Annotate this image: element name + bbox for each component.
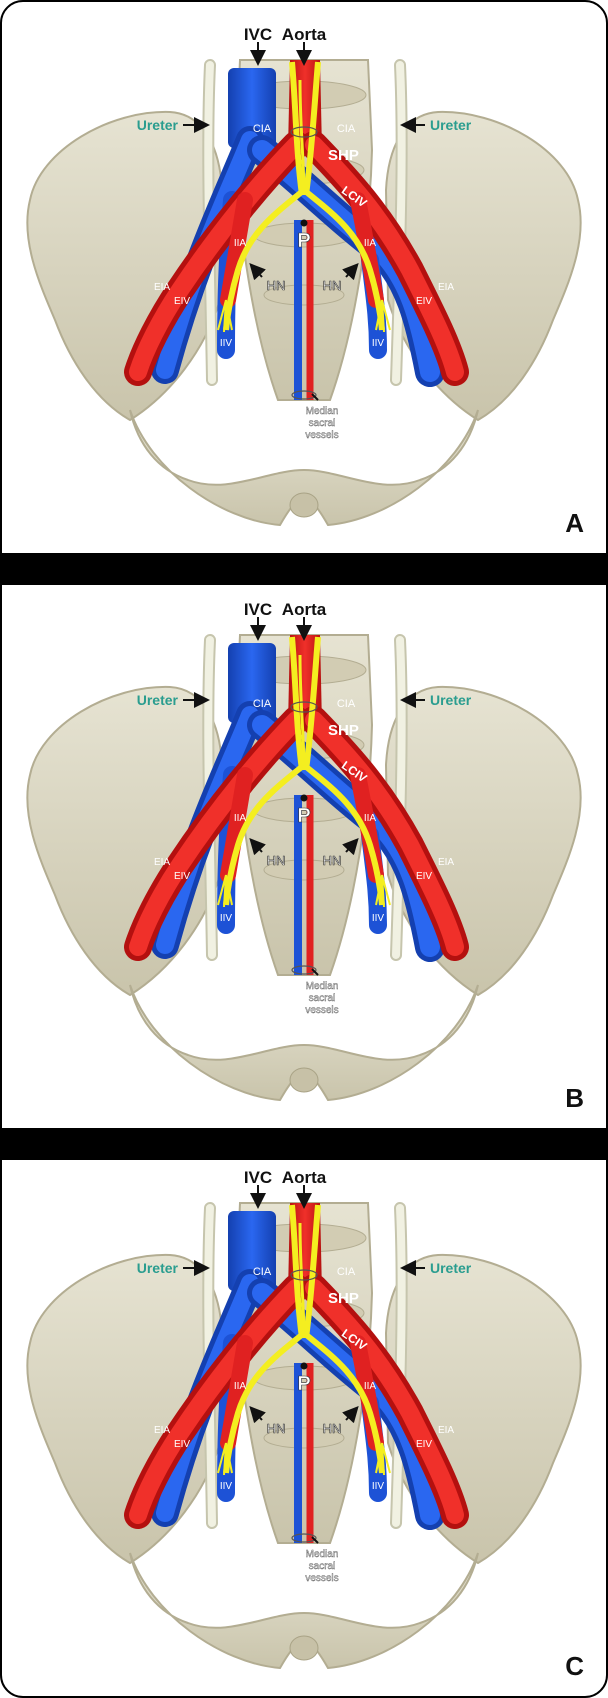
aorta-label: Aorta: [282, 600, 327, 619]
median-label-2: sacral: [309, 1561, 336, 1572]
hn-left-label: HN: [267, 278, 286, 293]
p-label: P: [297, 1373, 310, 1395]
iiv-left-label: IIV: [220, 913, 233, 924]
median-label-1: Median: [306, 406, 339, 417]
ureter-left-label: Ureter: [137, 692, 179, 708]
hn-left-label: HN: [267, 853, 286, 868]
p-label: P: [297, 230, 310, 252]
iia-left-label: IIA: [234, 238, 247, 249]
ivc-label: IVC: [244, 600, 272, 619]
panel-c: IVC Aorta Ureter Ureter CIA CIA SHP LCIV…: [27, 1168, 584, 1681]
iia-left-label: IIA: [234, 1381, 247, 1392]
eiv-left-label: EIV: [174, 871, 190, 882]
eiv-right-label: EIV: [416, 1439, 432, 1450]
iiv-left-label: IIV: [220, 1481, 233, 1492]
panel-separator: [0, 1128, 608, 1160]
aorta-label: Aorta: [282, 1168, 327, 1187]
hn-right-label: HN: [323, 278, 342, 293]
panel-letter: B: [565, 1083, 584, 1113]
panel-a: IVC Aorta Ureter Ureter CIA CIA SHP LCIV…: [27, 25, 584, 538]
iiv-right-label: IIV: [372, 913, 385, 924]
median-label-3: vessels: [305, 430, 338, 441]
median-label-3: vessels: [305, 1573, 338, 1584]
eia-right-label: EIA: [438, 282, 454, 293]
panel-letter: A: [565, 508, 584, 538]
eiv-left-label: EIV: [174, 296, 190, 307]
cia-left-label: CIA: [253, 123, 272, 135]
hn-left-label: HN: [267, 1421, 286, 1436]
shp-label: SHP: [328, 1290, 359, 1307]
cia-left-label: CIA: [253, 1266, 272, 1278]
cia-right-label: CIA: [337, 123, 356, 135]
iia-left-label: IIA: [234, 813, 247, 824]
ureter-right-label: Ureter: [430, 1260, 472, 1276]
median-label-3: vessels: [305, 1005, 338, 1016]
eia-left-label: EIA: [154, 857, 170, 868]
ivc-label: IVC: [244, 1168, 272, 1187]
eiv-right-label: EIV: [416, 296, 432, 307]
eia-left-label: EIA: [154, 282, 170, 293]
shp-label: SHP: [328, 147, 359, 164]
panel-b: IVC Aorta Ureter Ureter CIA CIA SHP LCIV…: [27, 600, 584, 1113]
iiv-right-label: IIV: [372, 338, 385, 349]
iia-right-label: IIA: [364, 238, 377, 249]
ureter-left-label: Ureter: [137, 1260, 179, 1276]
iia-right-label: IIA: [364, 813, 377, 824]
aorta-label: Aorta: [282, 25, 327, 44]
ureter-right-label: Ureter: [430, 692, 472, 708]
cia-right-label: CIA: [337, 698, 356, 710]
median-label-1: Median: [306, 981, 339, 992]
shp-label: SHP: [328, 722, 359, 739]
hn-right-label: HN: [323, 1421, 342, 1436]
ureter-left-label: Ureter: [137, 117, 179, 133]
eiv-left-label: EIV: [174, 1439, 190, 1450]
eia-right-label: EIA: [438, 857, 454, 868]
iiv-right-label: IIV: [372, 1481, 385, 1492]
cia-right-label: CIA: [337, 1266, 356, 1278]
median-label-2: sacral: [309, 418, 336, 429]
median-label-1: Median: [306, 1549, 339, 1560]
ivc-label: IVC: [244, 25, 272, 44]
iia-right-label: IIA: [364, 1381, 377, 1392]
panel-letter: C: [565, 1651, 584, 1681]
cia-left-label: CIA: [253, 698, 272, 710]
eiv-right-label: EIV: [416, 871, 432, 882]
ureter-right-label: Ureter: [430, 117, 472, 133]
iiv-left-label: IIV: [220, 338, 233, 349]
median-label-2: sacral: [309, 993, 336, 1004]
panel-separator: [0, 553, 608, 585]
eia-right-label: EIA: [438, 1425, 454, 1436]
eia-left-label: EIA: [154, 1425, 170, 1436]
p-label: P: [297, 805, 310, 827]
hn-right-label: HN: [323, 853, 342, 868]
